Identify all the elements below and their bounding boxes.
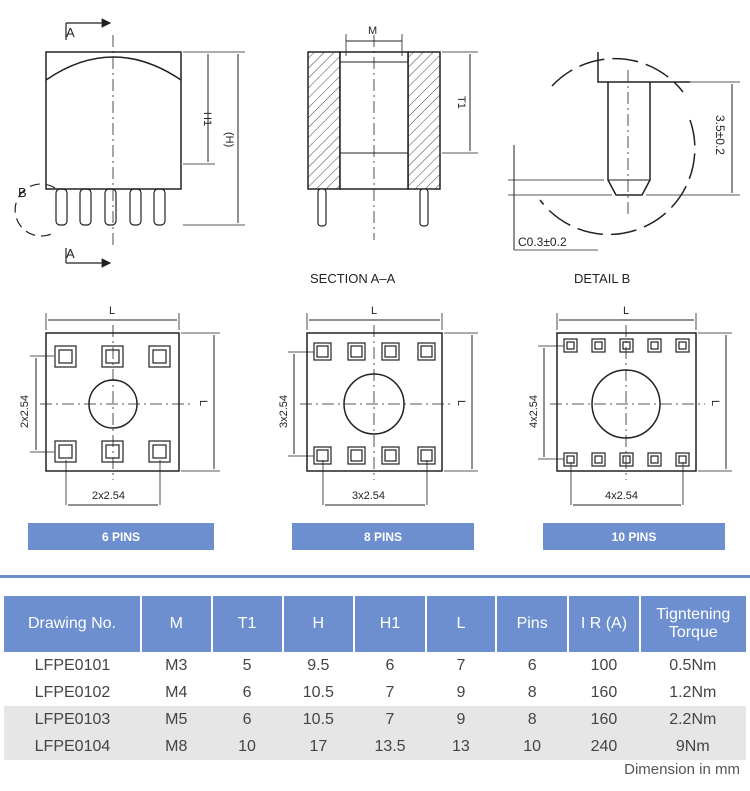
header-h1: H1 <box>354 596 427 652</box>
cell: 7 <box>385 683 395 701</box>
cell: 10.5 <box>282 706 355 733</box>
cell: 100 <box>590 656 618 674</box>
cell: LFPE0103 <box>4 706 141 733</box>
cell: 13.5 <box>354 733 426 760</box>
detail-chamfer-label: C0.3±0.2 <box>518 235 567 249</box>
cell: LFPE0101 <box>34 656 111 674</box>
table-row: LFPE0104 M8 10 17 13.5 13 10 240 9Nm <box>4 733 746 760</box>
section-marker-bottom: A <box>66 246 75 261</box>
pin-label-8: 8 PINS <box>292 523 474 550</box>
cell: M5 <box>140 706 212 733</box>
pin-label-10: 10 PINS <box>543 523 725 550</box>
dim-h1-label: H1 <box>201 112 213 126</box>
header-drawing-no: Drawing No. <box>4 596 142 652</box>
cell: 7 <box>456 656 466 674</box>
cell: 160 <box>590 683 618 701</box>
cell: 10.5 <box>302 683 334 701</box>
detail-length-label: 3.5±0.2 <box>713 115 727 155</box>
section-marker-top: A <box>66 25 75 40</box>
pin-label-6: 6 PINS <box>28 523 214 550</box>
fp8-dim-top: L <box>371 305 377 317</box>
footprint-10-pins <box>538 313 732 506</box>
detail-title: DETAIL B <box>574 271 630 286</box>
cell: 160 <box>568 706 640 733</box>
cell: LFPE0104 <box>4 733 141 760</box>
header-ir: I R (A) <box>568 596 641 652</box>
cell: 9Nm <box>639 733 746 760</box>
cell: M3 <box>165 656 188 674</box>
table-row: LFPE0101 M3 5 9.5 6 7 6 100 0.5Nm <box>4 652 746 679</box>
section-divider <box>0 575 750 578</box>
cell: 10 <box>495 733 569 760</box>
side-view <box>14 18 245 268</box>
spec-table: Drawing No. M T1 H H1 L Pins I R (A) Tig… <box>4 596 746 760</box>
header-pins: Pins <box>495 596 570 652</box>
footprint-6-pins <box>30 313 220 506</box>
fp8-dim-left: 3x2.54 <box>278 395 290 428</box>
table-row: LFPE0103 M5 6 10.5 7 9 8 160 2.2Nm <box>4 706 746 733</box>
detail-marker: B <box>18 185 27 200</box>
technical-drawing: A A B H1 (H) M T1 SECTION A–A <box>14 18 740 506</box>
cell: 240 <box>568 733 640 760</box>
footprint-8-pins <box>288 313 478 506</box>
header-t1: T1 <box>211 596 284 652</box>
header-h: H <box>282 596 356 652</box>
fp10-dim-top: L <box>623 305 629 317</box>
cell: 7 <box>354 706 426 733</box>
cell: 0.5Nm <box>669 656 717 674</box>
cell: 9.5 <box>307 656 330 674</box>
cell: 1.2Nm <box>669 683 717 701</box>
dim-t1-label: T1 <box>455 96 467 109</box>
fp6-dim-bottom: 2x2.54 <box>92 490 125 502</box>
cell: 2.2Nm <box>639 706 746 733</box>
cell: 6 <box>211 706 283 733</box>
cell: 9 <box>425 706 496 733</box>
cell: 17 <box>282 733 355 760</box>
dimension-unit-note: Dimension in mm <box>624 761 740 778</box>
fp10-dim-right: L <box>709 400 721 406</box>
cell: 6 <box>242 683 252 701</box>
cell: 13 <box>425 733 496 760</box>
section-title: SECTION A–A <box>310 271 396 286</box>
cell: LFPE0102 <box>34 683 111 701</box>
cell: M8 <box>140 733 212 760</box>
cell: 5 <box>242 656 252 674</box>
dim-h-label: (H) <box>223 132 235 147</box>
header-torque: Tigntening Torque <box>639 596 746 652</box>
fp6-dim-top: L <box>109 305 115 317</box>
fp8-dim-bottom: 3x2.54 <box>352 490 385 502</box>
dim-m-label: M <box>368 25 377 37</box>
header-l: L <box>425 596 497 652</box>
cell: 10 <box>211 733 283 760</box>
section-view <box>307 34 478 240</box>
cell: 8 <box>495 706 569 733</box>
fp10-dim-left: 4x2.54 <box>528 395 540 428</box>
cell: M4 <box>165 683 188 701</box>
cell: 6 <box>385 656 395 674</box>
fp10-dim-bottom: 4x2.54 <box>605 490 638 502</box>
table-header-row: Drawing No. M T1 H H1 L Pins I R (A) Tig… <box>4 596 746 652</box>
header-m: M <box>140 596 213 652</box>
table-row: LFPE0102 M4 6 10.5 7 9 8 160 1.2Nm <box>4 679 746 706</box>
fp6-dim-left: 2x2.54 <box>19 395 31 428</box>
fp6-dim-right: L <box>197 400 209 406</box>
fp8-dim-right: L <box>455 400 467 406</box>
cell: 9 <box>456 683 466 701</box>
detail-view <box>508 52 740 251</box>
cell: 8 <box>527 683 537 701</box>
cell: 6 <box>527 656 537 674</box>
